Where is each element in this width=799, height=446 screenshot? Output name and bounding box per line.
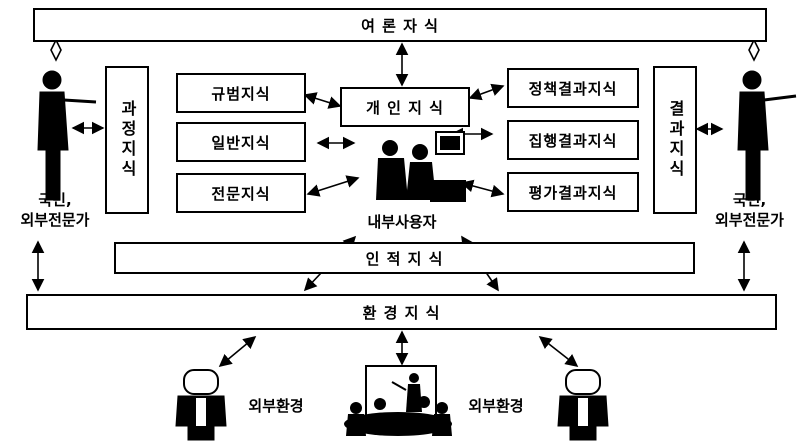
citizens-label-right-line1: 국민, [732, 191, 767, 209]
personal-knowledge-box: 개 인 지 식 [340, 87, 470, 127]
environment-knowledge-label: 환 경 지 식 [362, 303, 441, 322]
internal-users-label: 내부사용자 [367, 213, 437, 231]
norm-knowledge-label: 규범지식 [211, 84, 271, 103]
process-knowledge-box: 과정지식 [105, 66, 149, 214]
human-knowledge-label: 인 적 지 식 [365, 249, 444, 268]
general-knowledge-label: 일반지식 [211, 133, 271, 152]
personal-knowledge-label: 개 인 지 식 [366, 98, 444, 117]
expert-knowledge-box: 전문지식 [176, 173, 306, 213]
human-knowledge-box: 인 적 지 식 [114, 242, 695, 274]
evaluation-result-knowledge-label: 평가결과지식 [528, 183, 618, 202]
presenter-figure-left [37, 70, 97, 201]
citizens-label-left-line1: 국민, [38, 191, 72, 209]
norm-knowledge-box: 규범지식 [176, 73, 306, 113]
evaluation-result-knowledge-box: 평가결과지식 [507, 172, 639, 212]
opinion-knowledge-label: 여 론 자 식 [361, 16, 439, 35]
environment-knowledge-box: 환 경 지 식 [26, 294, 777, 330]
policy-result-knowledge-label: 정책결과지식 [528, 79, 618, 98]
arrow-norm-personal [303, 92, 342, 109]
result-knowledge-label: 결과지식 [666, 100, 685, 180]
citizens-label-right: 국민, 외부전문가 [700, 190, 799, 230]
citizens-label-left: 국민, 외부전문가 [0, 190, 110, 230]
general-knowledge-box: 일반지식 [176, 122, 306, 162]
external-env-label-right: 외부환경 [468, 397, 524, 415]
meeting-icon [344, 365, 452, 436]
citizens-label-left-line2: 외부전문가 [20, 211, 90, 229]
policy-result-knowledge-box: 정책결과지식 [507, 68, 639, 108]
result-knowledge-box: 결과지식 [653, 66, 697, 214]
execution-result-knowledge-box: 집행결과지식 [507, 120, 639, 160]
arrow-personal-policy [468, 83, 505, 101]
presenter-figure-right [737, 70, 797, 201]
process-knowledge-label: 과정지식 [118, 100, 137, 180]
opinion-knowledge-box: 여 론 자 식 [33, 8, 767, 42]
external-person-right-icon [557, 369, 609, 441]
expert-knowledge-label: 전문지식 [211, 184, 271, 203]
external-env-label-left: 외부환경 [248, 397, 304, 415]
arrow-env-external-right [538, 336, 579, 367]
diamond-connector-right [748, 38, 760, 62]
internal-users-icon [376, 131, 466, 202]
diamond-connector-left [50, 38, 62, 62]
external-person-left-icon [175, 369, 227, 441]
arrow-expert-users [306, 175, 360, 197]
execution-result-knowledge-label: 집행결과지식 [528, 131, 618, 150]
arrow-env-external-left [218, 335, 257, 368]
arrow-users-evaluation [460, 179, 505, 198]
citizens-label-right-line2: 외부전문가 [714, 211, 784, 229]
